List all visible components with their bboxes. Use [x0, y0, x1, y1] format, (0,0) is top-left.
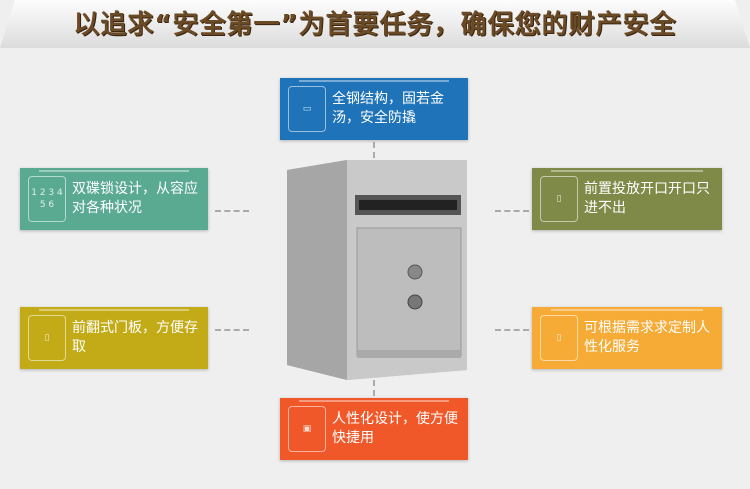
safe-door-icon: ▭: [288, 86, 326, 132]
feature-card-convenient: ▣ 人性化设计，使方便快捷用: [280, 398, 468, 460]
feature-card-custom: ▯ 可根据需求求定制人性化服务: [532, 307, 722, 369]
door-icon: ▯: [28, 315, 66, 361]
title-banner: [0, 0, 750, 48]
feature-card-door: ▯ 前翻式门板，方便存取: [20, 307, 208, 369]
feature-text: 可根据需求求定制人性化服务: [584, 320, 710, 355]
feature-text: 全钢结构，固若金汤，安全防撬: [332, 91, 444, 126]
keypad-icon: 1 2 3 4 5 6: [28, 176, 66, 222]
feature-text: 双碟锁设计，从容应对各种状况: [72, 181, 198, 216]
page-title: 以追求“安全第一”为首要任务，确保您的财产安全: [73, 10, 677, 40]
box-icon: ▣: [288, 406, 326, 452]
feature-card-steel: ▭ 全钢结构，固若金汤，安全防撬: [280, 78, 468, 140]
safe-image: [287, 160, 467, 380]
feature-card-lock: 1 2 3 4 5 6 双碟锁设计，从容应对各种状况: [20, 168, 208, 230]
slot-icon: ▯: [540, 176, 578, 222]
custom-icon: ▯: [540, 315, 578, 361]
feature-text: 前置投放开口开口只进不出: [584, 181, 710, 216]
feature-text: 前翻式门板，方便存取: [72, 320, 198, 355]
feature-text: 人性化设计，使方便快捷用: [332, 411, 458, 446]
feature-card-slot: ▯ 前置投放开口开口只进不出: [532, 168, 722, 230]
